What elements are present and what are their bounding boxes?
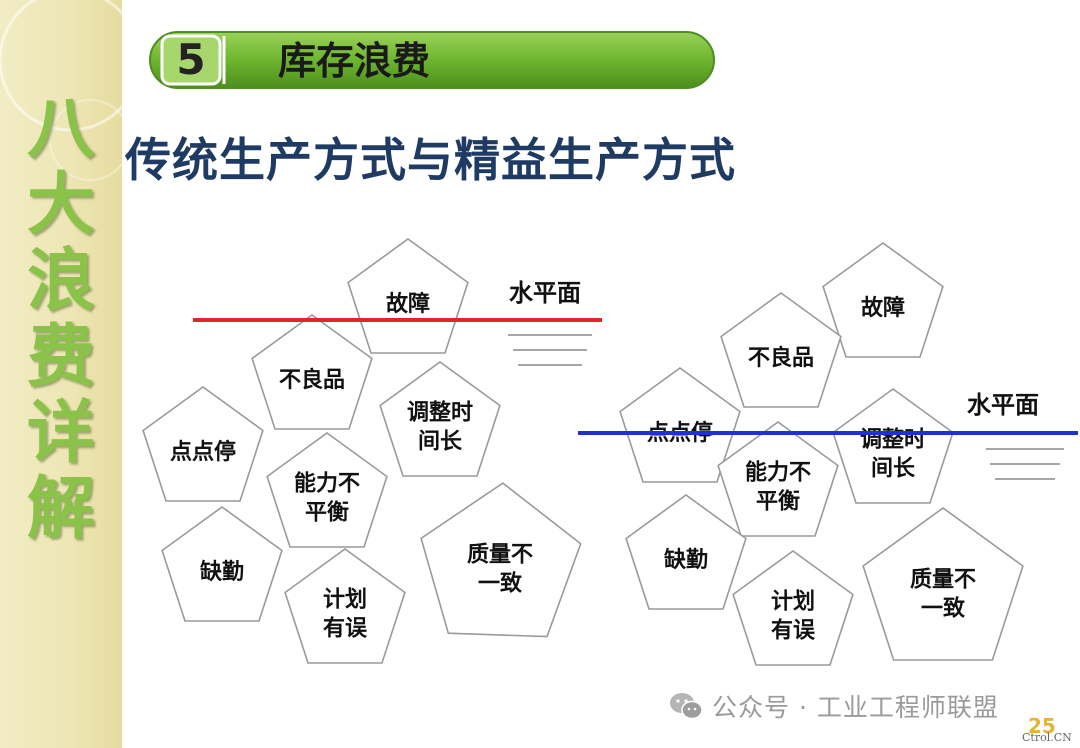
water-level-label: 水平面 (967, 391, 1039, 419)
pentagon-label: 能力不 (294, 471, 360, 497)
pentagon-minor-stops: 点点停 (142, 386, 264, 502)
pentagon-label: 缺勤 (664, 547, 708, 573)
section-number: 5 (176, 35, 206, 84)
pentagon-shape (625, 494, 747, 610)
pentagon-shape (251, 314, 373, 430)
pentagon-label: 能力不 (745, 460, 811, 486)
pentagon-label: 质量不 (910, 568, 976, 593)
pentagon-label: 不良品 (748, 345, 814, 371)
sidebar-char: 大 (26, 166, 95, 245)
section-header: 5 库存浪费 (148, 30, 718, 90)
pentagon-defects: 不良品 (251, 314, 373, 430)
pentagon-shape (732, 550, 854, 666)
sidebar-decoration (0, 0, 122, 181)
pentagon-breakdown: 故障 (347, 238, 469, 354)
page-number: 25 (1028, 714, 1056, 738)
pentagon-shape (420, 482, 582, 638)
section-title: 库存浪费 (278, 39, 431, 83)
pentagon-absence: 缺勤 (625, 494, 747, 610)
page-title: 传统生产方式与精益生产方式 (125, 133, 736, 187)
sidebar-char: 详 (26, 394, 95, 473)
pentagon-shape (266, 432, 388, 548)
pentagon-label: 计划 (771, 590, 815, 615)
pentagon-shape (619, 367, 741, 483)
pentagon-breakdown: 故障 (822, 242, 944, 358)
sidebar-char: 浪 (26, 242, 95, 321)
pentagon-label: 调整时 (860, 427, 926, 453)
header-bar-shape (149, 31, 715, 89)
pentagon-label: 有误 (771, 618, 816, 644)
pentagon-label: 质量不 (467, 543, 533, 568)
pentagon-shape (379, 361, 501, 477)
pentagon-label: 间长 (871, 457, 916, 482)
pentagon-label: 有误 (323, 616, 368, 642)
pentagon-label: 点点停 (170, 439, 236, 465)
sidebar-char: 解 (26, 470, 95, 549)
lean-diagram: 故障不良品点点停调整时间长能力不平衡缺勤计划有误质量不一致水平面 (578, 242, 1078, 666)
pentagon-shape (720, 292, 842, 408)
pentagon-label: 缺勤 (200, 559, 244, 585)
pentagon-absence: 缺勤 (161, 506, 283, 622)
sidebar-title: 八 大 浪 费 详 解 (18, 92, 104, 548)
site-label: Ctrol.CN (1022, 731, 1072, 744)
pentagon-shape (347, 238, 469, 354)
pentagon-shape (284, 548, 406, 664)
wechat-icon (670, 693, 703, 720)
pentagon-label: 间长 (418, 430, 463, 455)
pentagon-shape (822, 242, 944, 358)
pentagon-label: 调整时 (407, 400, 473, 426)
pentagon-label: 平衡 (756, 489, 800, 515)
sidebar-char: 八 (26, 90, 95, 169)
watermark-text: 公众号 · 工业工程师联盟 (712, 693, 999, 722)
pentagon-label: 故障 (386, 291, 430, 317)
pentagon-label: 一致 (478, 571, 523, 597)
watermark: 公众号 · 工业工程师联盟 (668, 688, 999, 724)
pentagon-label: 一致 (921, 596, 966, 622)
sidebar-char: 费 (26, 318, 95, 397)
pentagon-label: 故障 (861, 295, 905, 321)
pentagon-label: 计划 (323, 588, 367, 613)
pentagon-label: 不良品 (279, 367, 345, 393)
sidebar: 八 大 浪 费 详 解 (0, 0, 122, 748)
pentagon-shape (161, 506, 283, 622)
pentagon-shape (717, 421, 839, 537)
pentagon-shape (142, 386, 264, 502)
pentagon-defects: 不良品 (720, 292, 842, 408)
pentagon-shape (832, 388, 954, 504)
water-level-label: 水平面 (509, 279, 581, 307)
pentagon-label: 平衡 (305, 500, 349, 526)
pentagon-shape (862, 507, 1024, 661)
